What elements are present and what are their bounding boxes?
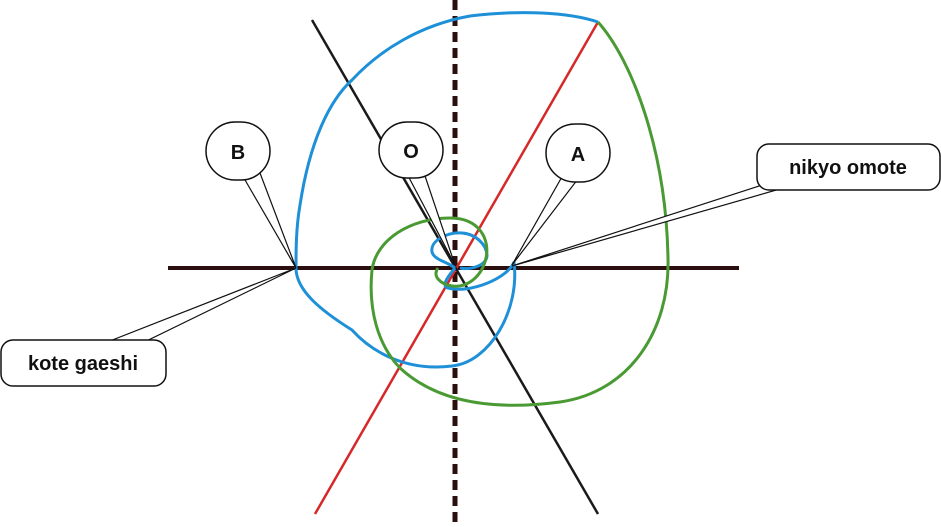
callout-pointer-a — [511, 174, 583, 266]
label-o: O — [403, 141, 419, 163]
callout-bubble-kote — [0, 339, 167, 387]
blue-spiral — [294, 11, 599, 369]
callout-bubble-nikyo — [756, 143, 941, 191]
green-spiral — [369, 21, 670, 407]
callout-pointer-kote — [91, 267, 297, 349]
label-nikyo-omote: nikyo omote — [789, 157, 907, 179]
callout-bubble-o — [378, 121, 444, 179]
label-a: A — [571, 144, 585, 166]
callout-bubble-a — [545, 123, 611, 183]
callout-bubble-b — [205, 121, 271, 181]
callout-pointer-b — [239, 172, 297, 269]
label-b: B — [231, 142, 245, 164]
label-kote-gaeshi: kote gaeshi — [28, 353, 138, 375]
